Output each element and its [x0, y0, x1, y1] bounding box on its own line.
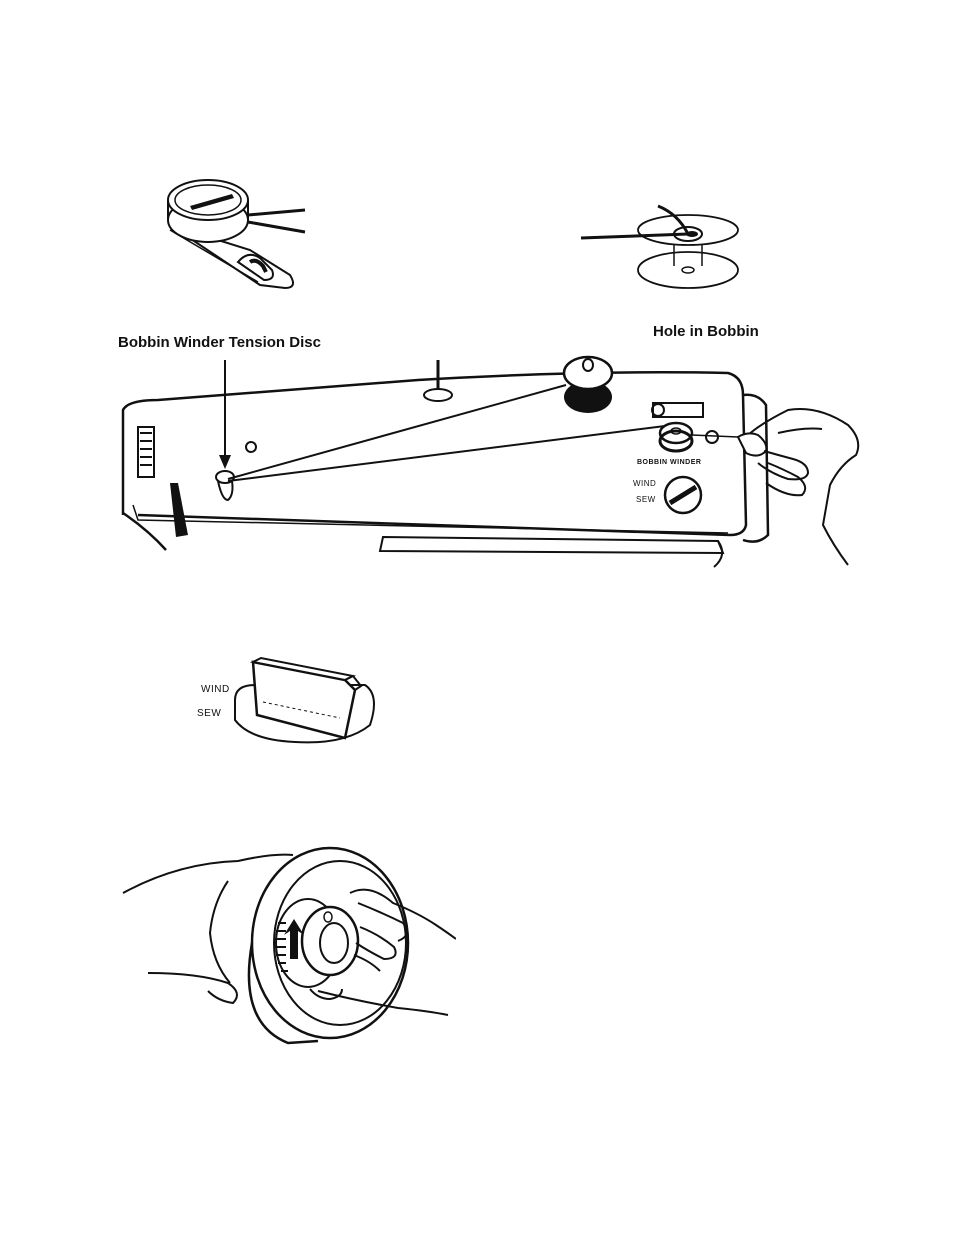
sewing-machine-illustration [118, 355, 868, 570]
hole-in-bobbin-label: Hole in Bobbin [653, 323, 759, 340]
sew-marking: SEW [636, 495, 656, 504]
tension-disc-closeup-figure [160, 170, 310, 295]
sewing-machine-top-figure: BOBBIN WINDER WIND SEW [118, 355, 868, 570]
bobbin-closeup-figure [578, 200, 748, 295]
knob-sew-label: SEW [197, 708, 221, 719]
wind-sew-knob-figure: WIND SEW [195, 650, 380, 750]
wind-marking: WIND [633, 479, 656, 488]
tension-disc-label: Bobbin Winder Tension Disc [118, 334, 321, 351]
wind-sew-knob-illustration [195, 650, 380, 750]
handwheel-illustration [118, 843, 456, 1053]
bobbin-illustration [578, 200, 748, 295]
handwheel-figure [118, 843, 456, 1053]
tension-disc-illustration [160, 170, 310, 295]
bobbin-winder-marking: BOBBIN WINDER [637, 459, 701, 466]
knob-wind-label: WIND [201, 684, 230, 695]
